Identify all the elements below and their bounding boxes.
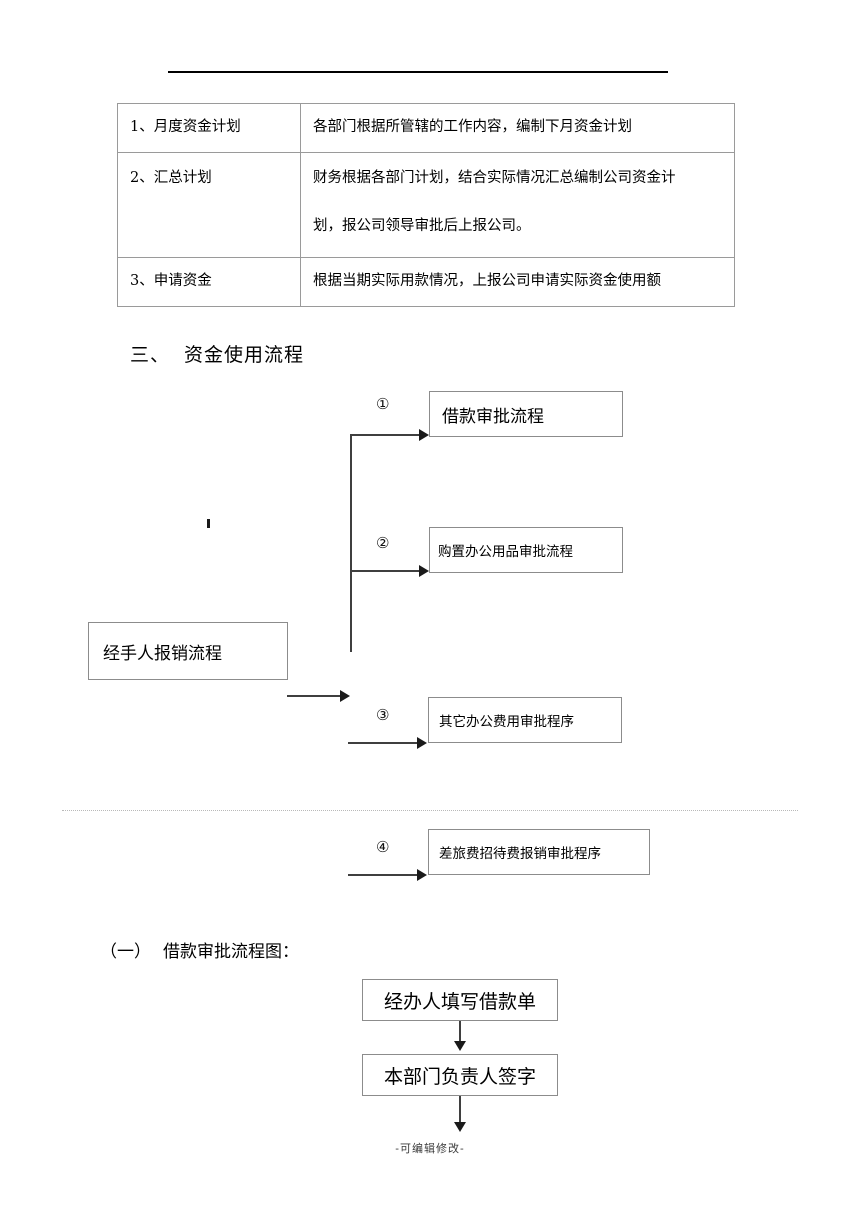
- fund-plan-table: 1、月度资金计划 各部门根据所管辖的工作内容，编制下月资金计划 2、汇总计划 财…: [117, 103, 735, 307]
- page-break-separator: [62, 810, 798, 811]
- section-title: 资金使用流程: [184, 344, 305, 366]
- connector-branch-1: [350, 434, 420, 436]
- connector-stub: [287, 695, 341, 697]
- flow-box-travel-expense: 差旅费招待费报销审批程序: [428, 829, 650, 875]
- table-cell-desc: 各部门根据所管辖的工作内容，编制下月资金计划: [300, 103, 735, 153]
- branch-marker-1: ①: [376, 395, 390, 413]
- table-cell-label: 3、申请资金: [117, 257, 301, 307]
- flow-box-source-label: 经手人报销流程: [103, 643, 222, 664]
- table-cell-label: 1、月度资金计划: [117, 103, 301, 153]
- section-heading: 三、资金使用流程: [130, 340, 304, 367]
- flow-box-loan-approval-label: 借款审批流程: [442, 406, 544, 427]
- subsection-heading: （一） 借款审批流程图：: [100, 937, 299, 962]
- table-cell-desc: 财务根据各部门计划，结合实际情况汇总编制公司资金计 划，报公司领导审批后上报公司…: [300, 152, 735, 258]
- flow-box-other-office-fee-label: 其它办公费用审批程序: [439, 714, 574, 730]
- flow-box-source: 经手人报销流程: [88, 622, 288, 680]
- arrowhead-step2-icon: [454, 1122, 466, 1132]
- page-footer: -可编辑修改-: [395, 1142, 465, 1155]
- loan-flow-step-2-label: 本部门负责人签字: [383, 1065, 536, 1088]
- arrowhead-step1-icon: [454, 1041, 466, 1051]
- connector-trunk-vertical: [350, 434, 352, 652]
- branch-marker-3: ③: [376, 706, 390, 724]
- table-row: 2、汇总计划 财务根据各部门计划，结合实际情况汇总编制公司资金计 划，报公司领导…: [117, 152, 735, 258]
- flow-box-loan-approval: 借款审批流程: [429, 391, 623, 437]
- branch-marker-2: ②: [376, 534, 390, 552]
- connector-branch-2: [350, 570, 420, 572]
- connector-step2-to-next: [459, 1096, 461, 1124]
- subsection-title: 借款审批流程图：: [163, 942, 299, 962]
- loan-flow-step-1-label: 经办人填写借款单: [383, 990, 536, 1013]
- arrowhead-stub-icon: [340, 690, 350, 702]
- flow-box-travel-expense-label: 差旅费招待费报销审批程序: [439, 846, 601, 862]
- table-row: 1、月度资金计划 各部门根据所管辖的工作内容，编制下月资金计划: [117, 103, 735, 153]
- arrowhead-branch-4-icon: [417, 869, 427, 881]
- table-row: 3、申请资金 根据当期实际用款情况，上报公司申请实际资金使用额: [117, 257, 735, 307]
- stray-ink-mark: [207, 519, 210, 528]
- branch-marker-4: ④: [376, 838, 390, 856]
- connector-step1-to-step2: [459, 1021, 461, 1043]
- section-number: 三、: [130, 344, 171, 366]
- flow-box-office-supplies-label: 购置办公用品审批流程: [438, 544, 573, 560]
- arrowhead-branch-1-icon: [419, 429, 429, 441]
- flow-box-office-supplies: 购置办公用品审批流程: [429, 527, 623, 573]
- arrowhead-branch-3-icon: [417, 737, 427, 749]
- table-cell-desc-line2: 划，报公司领导审批后上报公司。: [313, 217, 531, 234]
- loan-flow-step-2: 本部门负责人签字: [362, 1054, 558, 1096]
- connector-branch-4: [348, 874, 418, 876]
- connector-branch-3: [348, 742, 418, 744]
- loan-flow-step-1: 经办人填写借款单: [362, 979, 558, 1021]
- flow-box-other-office-fee: 其它办公费用审批程序: [428, 697, 622, 743]
- subsection-number: （一）: [100, 942, 151, 962]
- table-cell-label: 2、汇总计划: [117, 152, 301, 258]
- top-horizontal-rule: [168, 71, 668, 73]
- table-cell-desc-line1: 财务根据各部门计划，结合实际情况汇总编制公司资金计: [313, 170, 676, 186]
- table-cell-desc: 根据当期实际用款情况，上报公司申请实际资金使用额: [300, 257, 735, 307]
- arrowhead-branch-2-icon: [419, 565, 429, 577]
